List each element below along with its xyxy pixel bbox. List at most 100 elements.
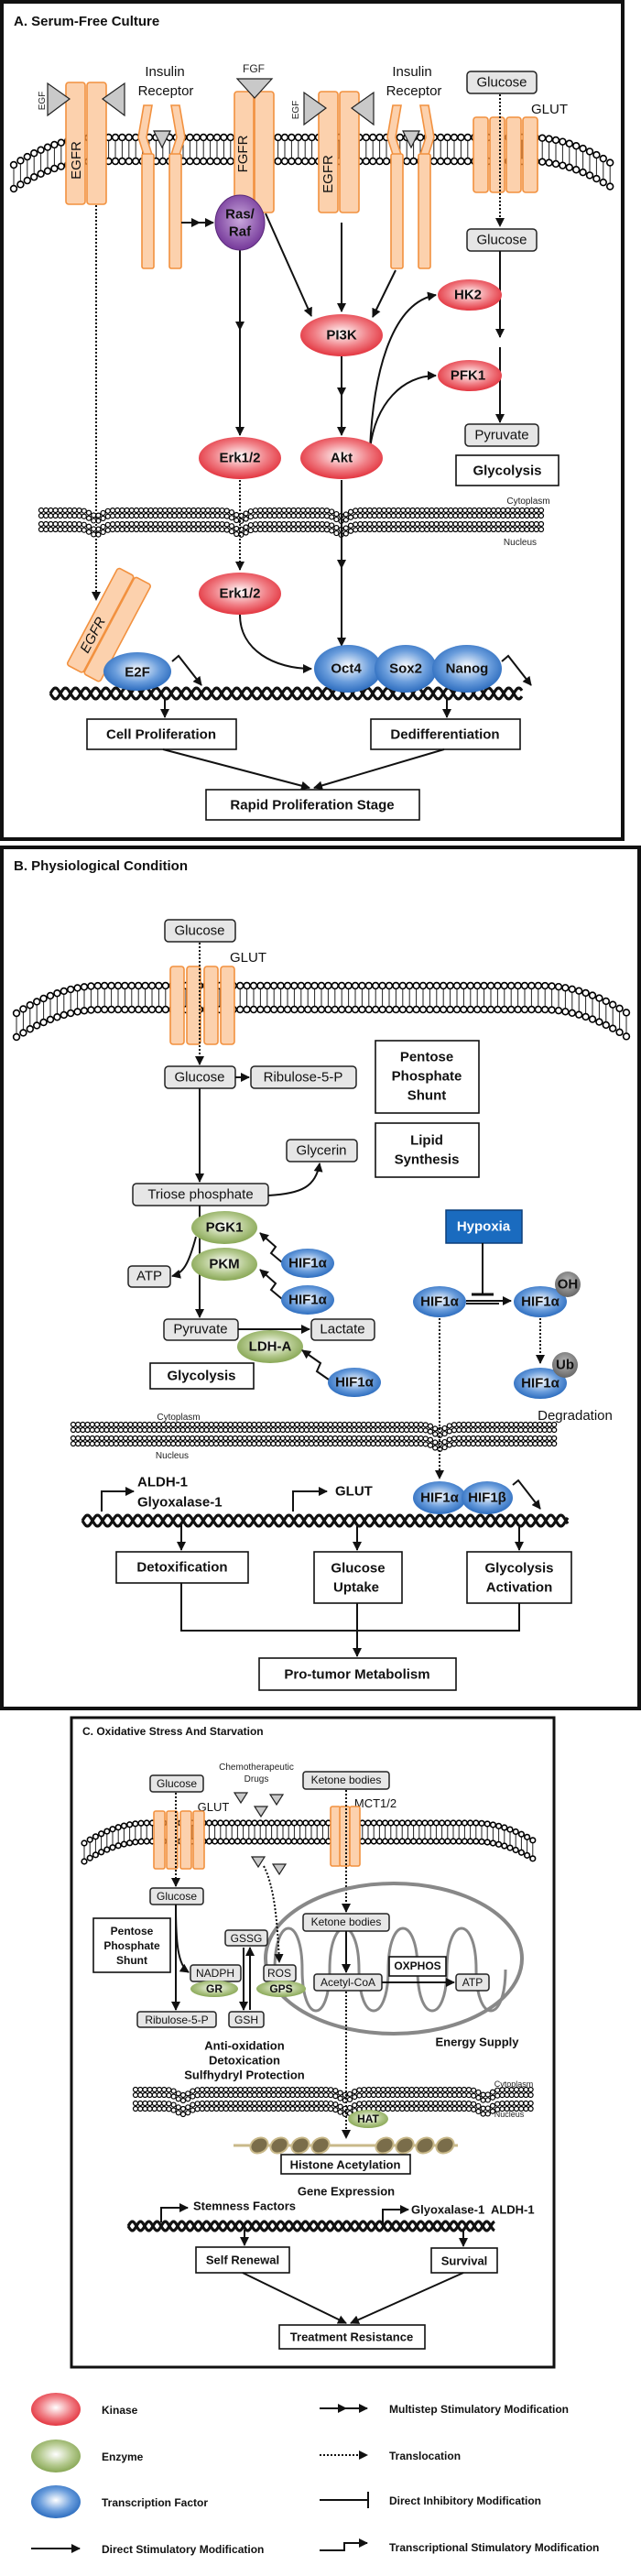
energy-supply-label: Energy Supply — [435, 2036, 519, 2049]
plasma-membrane — [81, 1819, 537, 1865]
detoxification-label: Detoxification — [136, 1560, 227, 1576]
oxphos-label: OXPHOS — [394, 1959, 440, 1972]
nucleosome — [269, 2136, 289, 2155]
ras-raf-label: Ras/ — [225, 207, 255, 223]
pentose-phosphate-shunt-box: Pentose Phosphate Shunt — [92, 1917, 171, 1973]
rapid-proliferation-outcome: Rapid Proliferation Stage — [205, 789, 420, 821]
oxphos-box: OXPHOS — [388, 1956, 447, 1977]
lactate: Lactate — [310, 1318, 375, 1341]
panel-c-title: C. Oxidative Stress And Starvation — [82, 1725, 264, 1738]
panel-b: B. Physiological Condition Glucose GLUT … — [0, 846, 641, 1710]
legend-enzyme-label: Enzyme — [102, 2450, 144, 2463]
transcription-arrow — [160, 2203, 189, 2222]
glucose-intracellular: Glucose — [164, 1065, 236, 1089]
insulin-receptor-label: Insulin — [145, 64, 184, 80]
legend-translocation-label: Translocation — [389, 2450, 461, 2462]
panel-c-frame — [70, 1716, 556, 2369]
glycolysis-label: Glycolysis — [167, 1369, 235, 1384]
legend-transcriptional-label: Transcriptional Stimulatory Modification — [389, 2541, 599, 2554]
glucose-label: Glucose — [157, 1890, 197, 1903]
erk-label: Erk1/2 — [219, 451, 260, 466]
histone-acetylation-label: Histone Acetylation — [290, 2158, 401, 2172]
egf-label: EGF — [38, 92, 48, 111]
fgfr-receptor: FGF FGFR — [234, 62, 275, 213]
pyruvate-label: Pyruvate — [474, 428, 528, 443]
egf-ligand — [350, 91, 375, 126]
hif1a-label: HIF1α — [288, 1256, 328, 1272]
pentose-label: Shunt — [116, 1954, 147, 1967]
mitochondrial-cristae — [273, 1927, 507, 2013]
glucose-label: Glucose — [476, 75, 527, 91]
acetyl-coa: Acetyl-CoA — [313, 1973, 383, 1992]
ras-raf: Ras/Raf — [214, 194, 266, 251]
panel-b-title: B. Physiological Condition — [14, 858, 188, 874]
glucose-extracellular: Glucose — [466, 71, 538, 94]
panel-c: C. Oxidative Stress And Starvation Chemo… — [70, 1716, 556, 2369]
function-label: Detoxication — [209, 2054, 280, 2068]
gssg: GSSG — [224, 1929, 268, 1947]
glut-transporter: GLUT — [169, 950, 266, 1045]
self-renewal-outcome: Self Renewal — [195, 2246, 290, 2274]
dedifferentiation-outcome: Dedifferentiation — [370, 718, 521, 750]
nadph: NADPH — [190, 1964, 242, 1982]
mitochondrion — [264, 1882, 524, 2036]
hif1a-label: HIF1α — [288, 1293, 328, 1308]
cytoplasm-label: Cytoplasm — [494, 2079, 534, 2089]
akt-label: Akt — [331, 451, 353, 466]
atp-label: ATP — [136, 1269, 162, 1284]
panel-a-frame — [0, 0, 625, 841]
glycolysis-outcome: Glycolysis — [455, 454, 560, 486]
pyruvate-label: Pyruvate — [173, 1322, 227, 1337]
tf-hif1a: HIF1α — [413, 1286, 466, 1317]
glyoxalase1-gene: Glyoxalase-1 — [137, 1495, 223, 1511]
legend: Kinase Enzyme Transcription Factor Direc… — [31, 2393, 599, 2556]
pentose-label: Pentose — [111, 1925, 154, 1937]
kinase-erk-cytoplasm: Erk1/2 — [199, 437, 281, 479]
insulin-ligand — [153, 130, 171, 149]
glut-gene: GLUT — [335, 1484, 373, 1500]
kinase-hk2: HK2 — [438, 279, 502, 311]
tf-hif1a-hif1b: HIF1α HIF1β — [413, 1481, 513, 1514]
hif1a-label: HIF1α — [420, 1294, 460, 1310]
pro-tumor-metabolism-outcome: Pro-tumor Metabolism — [258, 1657, 457, 1691]
glucose-intracellular: Glucose — [466, 228, 538, 252]
hypoxia-label: Hypoxia — [457, 1219, 511, 1235]
dna-strand — [49, 686, 524, 701]
hypoxia-box: Hypoxia — [445, 1209, 523, 1244]
gps-label: GPS — [269, 1982, 292, 1995]
ketone-bodies-extracellular: Ketone bodies — [302, 1771, 390, 1790]
lactate-label: Lactate — [320, 1322, 364, 1337]
ribulose-label: Ribulose-5-P — [264, 1070, 343, 1086]
enzyme-ldha: LDH-A — [237, 1330, 303, 1363]
ros-label: ROS — [267, 1967, 291, 1980]
survival-genes-label: Glyoxalase-1 ALDH-1 — [411, 2203, 535, 2217]
pfk1-label: PFK1 — [451, 368, 485, 384]
mct-label: MCT1/2 — [354, 1796, 397, 1810]
panel-a-title: A. Serum-Free Culture — [14, 14, 159, 29]
function-label: Anti-oxidation — [204, 2039, 284, 2053]
nanog-label: Nanog — [446, 661, 489, 677]
degradation-label: Degradation — [538, 1408, 613, 1424]
glucose-label: Glucose — [174, 1070, 224, 1086]
nucleosome — [395, 2136, 415, 2155]
legend-direct-stimulatory-label: Direct Stimulatory Modification — [102, 2543, 264, 2556]
ub-label: Ub — [556, 1358, 574, 1373]
chromatin — [234, 2136, 458, 2155]
cytoplasm-label: Cytoplasm — [506, 497, 549, 507]
hat-label: HAT — [357, 2112, 379, 2125]
oct4-label: Oct4 — [331, 661, 362, 677]
nadph-label: NADPH — [196, 1967, 234, 1980]
egfr-receptor-2: EGF EGFR — [291, 91, 375, 213]
pentose-phosphate-shunt-box: Pentose Phosphate Shunt — [375, 1040, 480, 1114]
kinase-pi3k: PI3K — [300, 314, 383, 356]
gene-expression-label: Gene Expression — [298, 2185, 395, 2199]
lipid-label: Lipid — [410, 1133, 443, 1149]
lipid-synthesis-box: Lipid Synthesis — [375, 1122, 480, 1178]
insulin-receptor-1: Insulin Receptor — [137, 64, 193, 269]
tf-e2f: E2F — [103, 652, 171, 691]
ros: ROS — [263, 1964, 297, 1982]
tf-hif1a-ubiquitinated: Ub HIF1α — [514, 1352, 578, 1399]
ribulose-5-p: Ribulose-5-P — [136, 2011, 217, 2028]
